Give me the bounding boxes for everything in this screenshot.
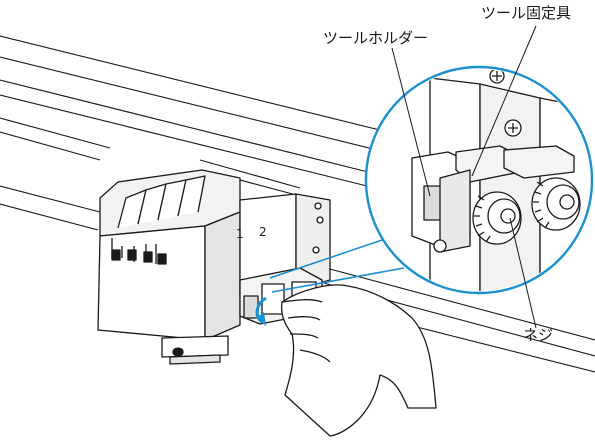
hand-illustration	[280, 284, 437, 437]
carriage-number-1: 1	[236, 227, 244, 241]
callout-wedge	[269, 237, 405, 293]
leader-lines	[391, 25, 537, 329]
tool-fixture-leader	[471, 25, 537, 177]
arrow-head-icon	[256, 312, 266, 326]
plotter-carriage	[97, 169, 331, 365]
screw-leader	[509, 217, 537, 329]
magnified-detail	[364, 65, 594, 295]
tool-holder-label: ツールホルダー	[323, 29, 429, 47]
tool-holder-leader	[391, 47, 431, 197]
carriage-number-2: 2	[259, 225, 267, 239]
screw-knob-right	[531, 177, 581, 231]
tool-fixture-label: ツール固定具	[481, 4, 572, 22]
screw-label: ネジ	[523, 326, 554, 344]
